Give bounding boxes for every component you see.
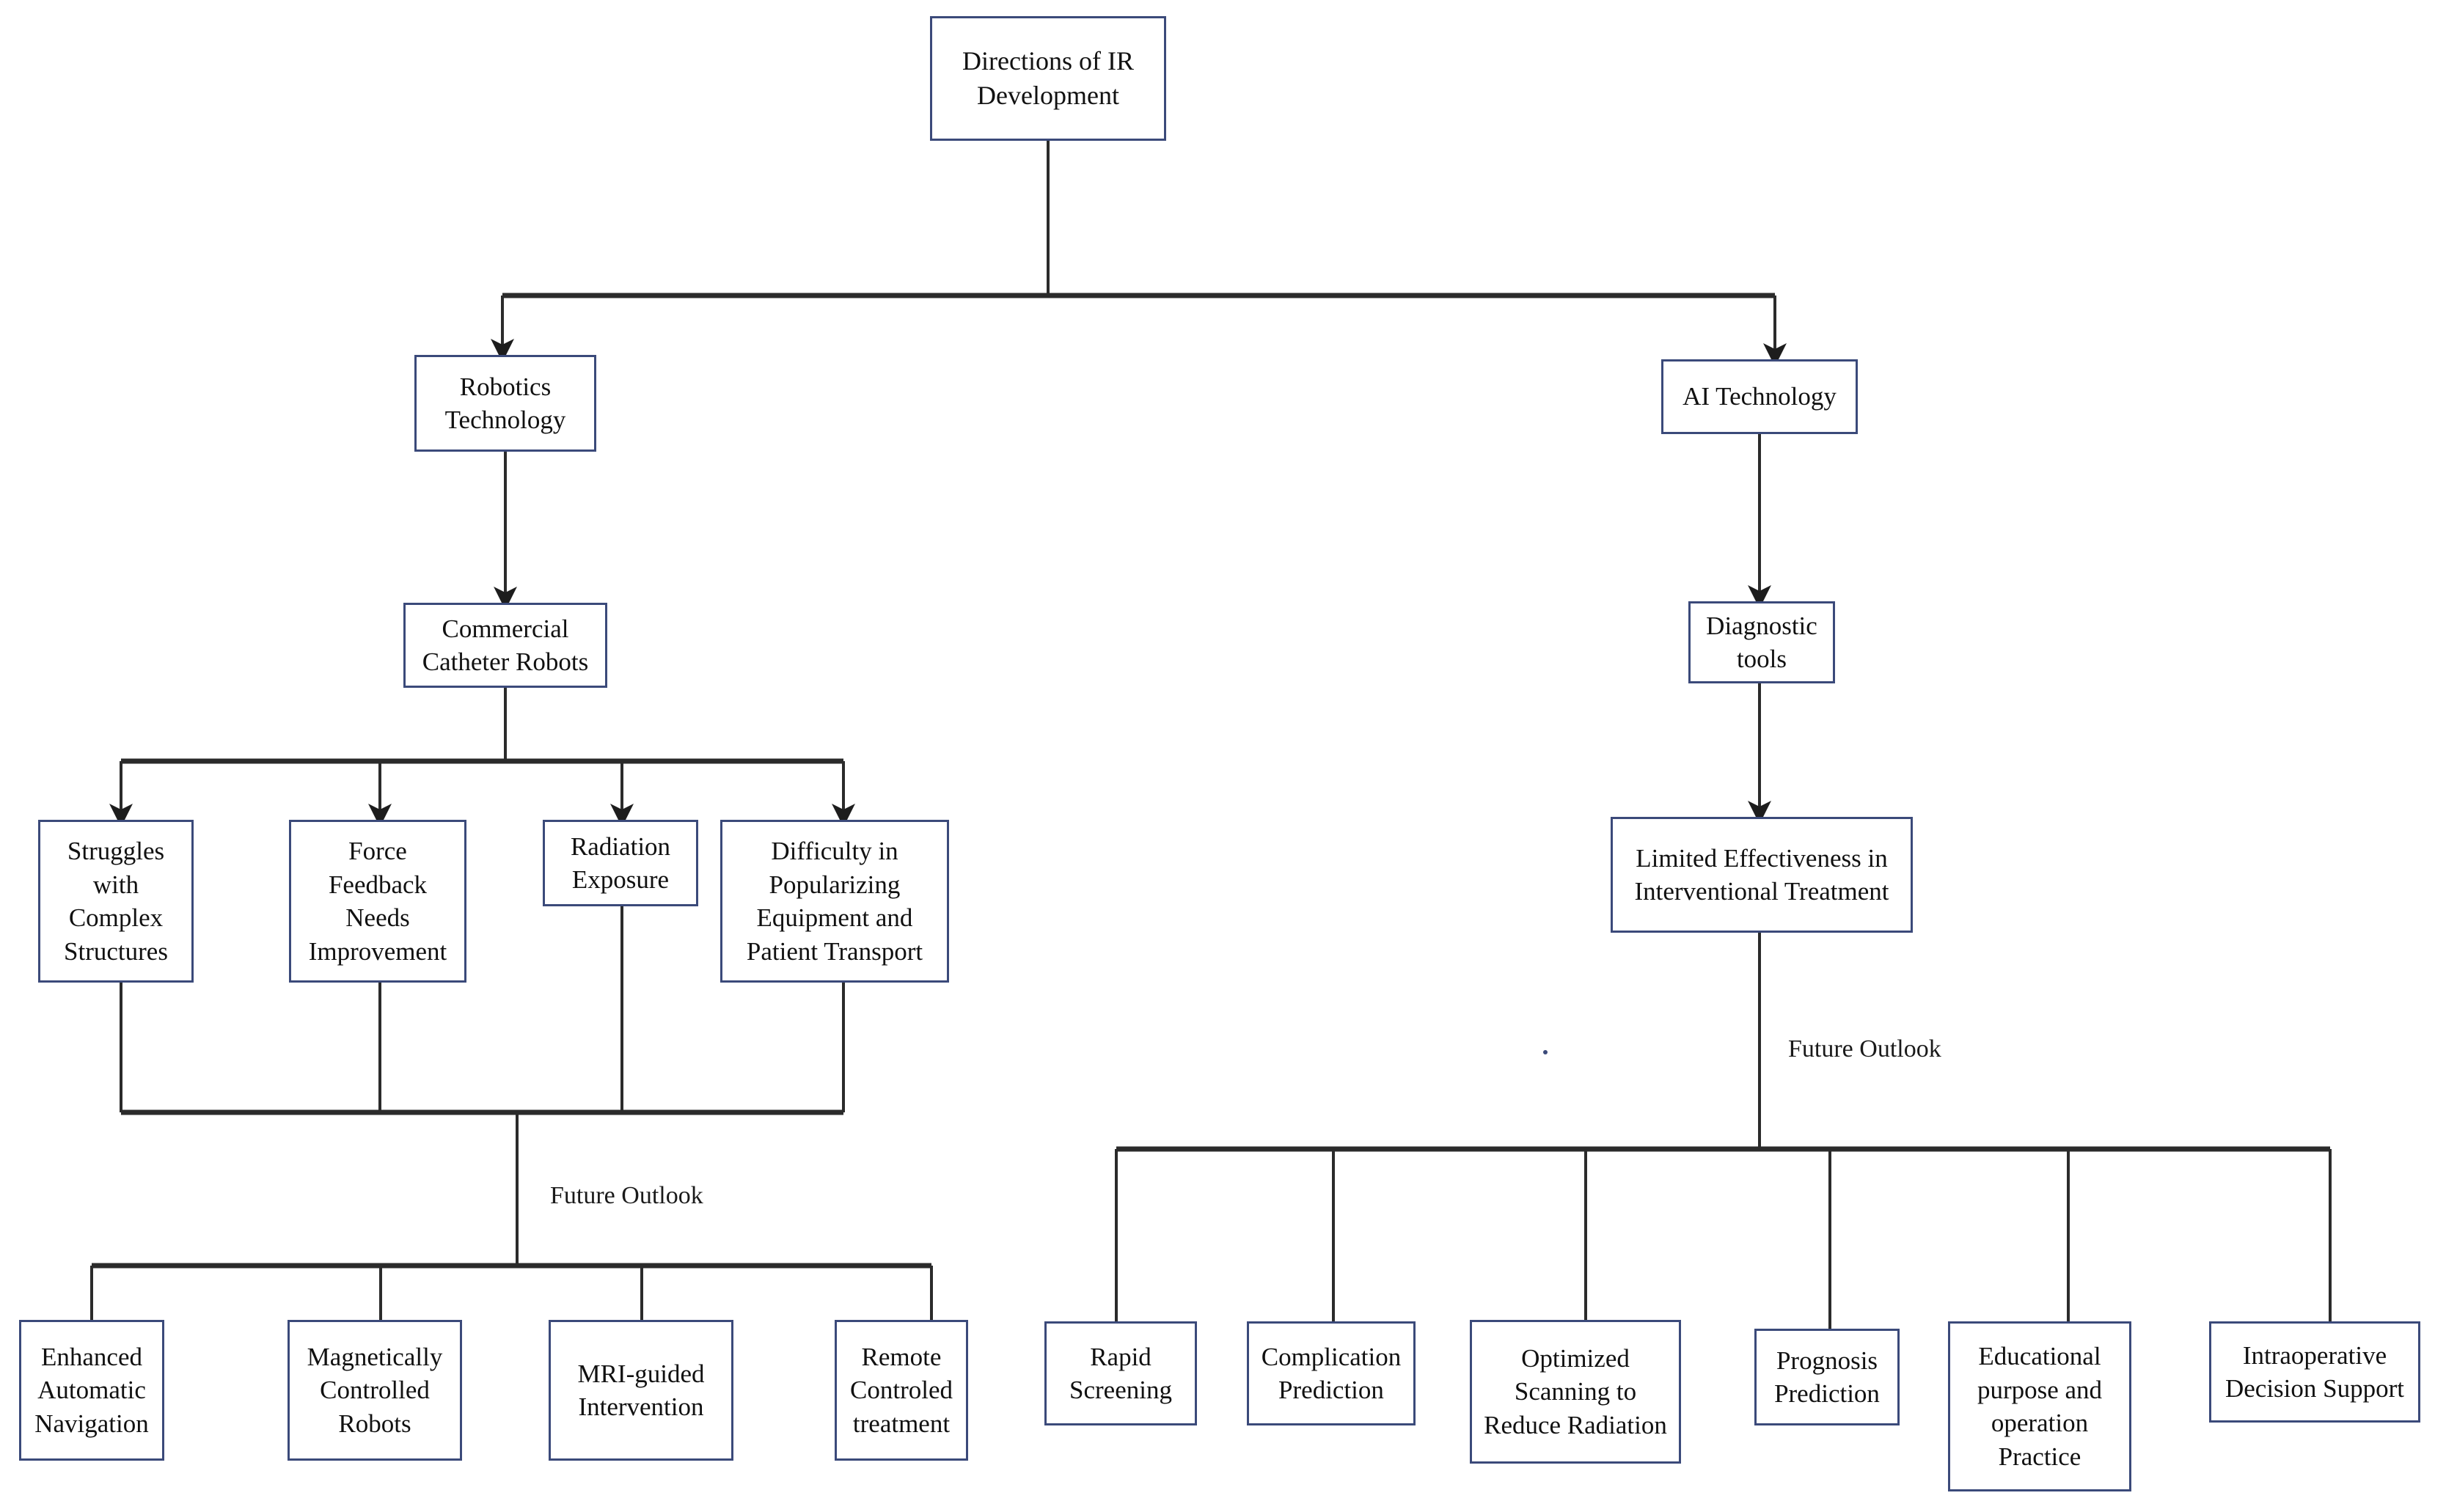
node-difficulty-popularizing-equipment[interactable]: Difficulty in Popularizing Equipment and… — [720, 820, 949, 983]
node-difficulty-popularizing-equipment-label: Difficulty in Popularizing Equipment and… — [746, 837, 923, 966]
node-complication-prediction-label: Complication Prediction — [1261, 1342, 1402, 1405]
node-prognosis-prediction[interactable]: Prognosis Prediction — [1754, 1329, 1900, 1425]
node-mri-guided-intervention-label: MRI-guided Intervention — [577, 1359, 705, 1422]
node-root[interactable]: Directions of IR Development — [930, 16, 1166, 141]
node-diagnostic-tools-label: Diagnostic tools — [1706, 611, 1817, 674]
node-mri-guided-intervention[interactable]: MRI-guided Intervention — [549, 1320, 733, 1461]
node-radiation-exposure[interactable]: Radiation Exposure — [543, 820, 698, 906]
node-limited-effectiveness-interventional-treatment[interactable]: Limited Effectiveness in Interventional … — [1611, 817, 1913, 933]
node-educational-purpose-operation-practice-label: Educational purpose and operation Practi… — [1977, 1342, 2103, 1471]
node-enhanced-automatic-navigation[interactable]: Enhanced Automatic Navigation — [19, 1320, 164, 1461]
node-complication-prediction[interactable]: Complication Prediction — [1247, 1321, 1416, 1425]
node-commercial-catheter-robots[interactable]: Commercial Catheter Robots — [403, 603, 607, 688]
node-struggles-complex-structures-label: Struggles with Complex Structures — [64, 837, 168, 966]
node-limited-effectiveness-interventional-treatment-label: Limited Effectiveness in Interventional … — [1634, 843, 1889, 906]
edge-label-robotics-future-outlook: Future Outlook — [550, 1182, 703, 1209]
node-radiation-exposure-label: Radiation Exposure — [570, 832, 671, 895]
node-optimized-scanning-reduce-radiation[interactable]: Optimized Scanning to Reduce Radiation — [1470, 1320, 1681, 1464]
node-ai-technology[interactable]: AI Technology — [1661, 359, 1858, 434]
stray-dot-artifact — [1543, 1050, 1548, 1054]
node-root-label: Directions of IR Development — [962, 46, 1134, 110]
node-remote-controlled-treatment-label: Remote Controled treatment — [850, 1342, 953, 1438]
node-commercial-catheter-robots-label: Commercial Catheter Robots — [422, 614, 589, 677]
node-enhanced-automatic-navigation-label: Enhanced Automatic Navigation — [34, 1342, 149, 1438]
node-robotics-technology-label: Robotics Technology — [444, 372, 566, 435]
node-diagnostic-tools[interactable]: Diagnostic tools — [1688, 601, 1835, 683]
node-optimized-scanning-reduce-radiation-label: Optimized Scanning to Reduce Radiation — [1484, 1343, 1667, 1439]
node-magnetically-controlled-robots[interactable]: Magnetically Controlled Robots — [288, 1320, 462, 1461]
node-intraoperative-decision-support[interactable]: Intraoperative Decision Support — [2209, 1321, 2420, 1423]
node-intraoperative-decision-support-label: Intraoperative Decision Support — [2225, 1340, 2404, 1403]
node-educational-purpose-operation-practice[interactable]: Educational purpose and operation Practi… — [1948, 1321, 2131, 1491]
node-rapid-screening[interactable]: Rapid Screening — [1044, 1321, 1197, 1425]
node-robotics-technology[interactable]: Robotics Technology — [414, 355, 596, 452]
node-struggles-complex-structures[interactable]: Struggles with Complex Structures — [38, 820, 194, 983]
node-force-feedback-needs-improvement-label: Force Feedback Needs Improvement — [308, 837, 447, 966]
node-rapid-screening-label: Rapid Screening — [1069, 1342, 1172, 1405]
edge-label-ai-future-outlook: Future Outlook — [1788, 1035, 1941, 1063]
node-remote-controlled-treatment[interactable]: Remote Controled treatment — [835, 1320, 968, 1461]
node-ai-technology-label: AI Technology — [1682, 382, 1837, 411]
node-force-feedback-needs-improvement[interactable]: Force Feedback Needs Improvement — [289, 820, 466, 983]
node-magnetically-controlled-robots-label: Magnetically Controlled Robots — [307, 1342, 443, 1438]
node-prognosis-prediction-label: Prognosis Prediction — [1774, 1346, 1880, 1409]
